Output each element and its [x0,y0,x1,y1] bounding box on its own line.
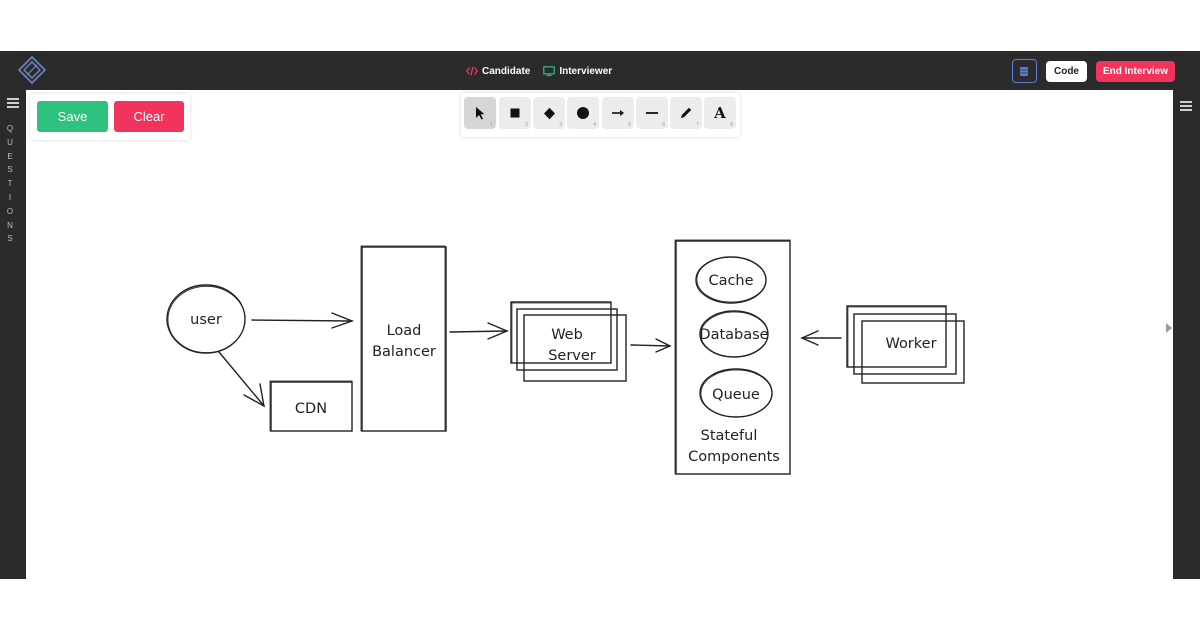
questions-letter: N [7,220,13,230]
rectangle-tool[interactable]: 2 [499,97,531,129]
database-button[interactable] [1011,59,1037,83]
stateful-components-node[interactable] [674,239,791,475]
draw-tool[interactable]: 7 [670,97,702,129]
questions-letter: E [7,151,13,161]
database-node[interactable] [699,310,769,358]
ellipse-tool[interactable]: 4 [567,97,599,129]
user-label: user [190,312,222,328]
user-node[interactable] [166,284,246,354]
cursor-icon [476,107,485,120]
cdn-node[interactable] [269,380,353,432]
right-sidebar[interactable] [1173,90,1200,579]
top-bar: Candidate Interviewer Code End Interview [0,51,1200,90]
web-server-label-line2: Server [548,348,596,364]
database-icon [1020,66,1029,76]
web-server-label-line1: Web [551,327,583,343]
tool-shortcut: 7 [696,122,699,128]
diamond-tool[interactable]: 3 [533,97,565,129]
arrow-web-to-stateful[interactable] [630,338,672,353]
questions-letter: Q [6,124,14,133]
text-icon: A [714,104,726,122]
text-tool[interactable]: A 8 [704,97,736,129]
questions-letter: I [8,192,12,202]
save-button[interactable]: Save [37,101,108,132]
web-server-node[interactable] [510,301,627,382]
interviewer-label: Interviewer [559,65,613,77]
tool-shortcut: 2 [525,122,528,128]
questions-letter: O [6,206,14,216]
tool-shortcut: 1 [490,122,493,128]
whiteboard-app: Candidate Interviewer Code End Interview [0,51,1200,579]
tool-shortcut: 3 [559,122,562,128]
questions-label[interactable]: Q U E S T I O N S [0,122,20,246]
end-interview-button[interactable]: End Interview [1095,60,1175,82]
tool-shortcut: 8 [730,122,733,128]
arrow-tool[interactable]: 5 [602,97,634,129]
menu-icon[interactable] [7,98,19,108]
tool-shortcut: 5 [628,122,631,128]
questions-letter: S [7,234,13,244]
arrow-user-to-cdn[interactable] [218,351,265,408]
circle-icon [577,107,589,119]
select-tool[interactable]: 1 [464,97,496,129]
drawing-toolbar: 1 2 3 4 5 6 7 [461,93,740,137]
action-panel: Save Clear [30,94,190,140]
stateful-label-line2: Components [688,449,780,465]
menu-icon[interactable] [1180,101,1192,111]
questions-sidebar[interactable]: Q U E S T I O N S [0,90,26,579]
arrow-user-to-lb[interactable] [251,312,354,329]
whiteboard-canvas[interactable]: user CDN Load Balancer Web Server Cache … [26,90,1173,579]
worker-label: Worker [885,336,936,352]
line-tool[interactable]: 6 [636,97,668,129]
square-icon [510,108,520,118]
mode-switch: Candidate Interviewer [466,63,612,79]
candidate-label: Candidate [482,65,531,77]
load-balancer-label-line2: Balancer [372,344,436,360]
tool-shortcut: 6 [662,122,665,128]
arrow-lb-to-web[interactable] [449,322,509,340]
stateful-label-line1: Stateful [701,428,758,444]
cache-node[interactable] [695,256,767,304]
database-label: Database [699,327,768,343]
load-balancer-label-line1: Load [387,323,422,339]
arrow-icon [612,110,624,116]
cache-label: Cache [708,273,753,289]
worker-node[interactable] [846,305,965,384]
load-balancer-node[interactable] [360,245,447,432]
arrow-worker-to-stateful[interactable] [800,330,842,346]
monitor-icon [543,66,556,76]
header-actions: Code End Interview [1011,59,1175,83]
questions-letter: S [7,165,13,175]
questions-letter: T [7,179,13,189]
logo-icon [17,55,47,85]
queue-label: Queue [712,387,760,403]
cdn-label: CDN [295,401,327,417]
pencil-icon [681,107,692,118]
architecture-diagram[interactable]: user CDN Load Balancer Web Server Cache … [26,90,1173,579]
line-icon [646,112,658,114]
diamond-icon [543,107,555,119]
candidate-mode[interactable]: Candidate [466,66,530,77]
queue-node[interactable] [699,368,773,418]
clear-button[interactable]: Clear [114,101,184,132]
interviewer-mode[interactable]: Interviewer [543,66,612,77]
tool-shortcut: 4 [593,122,596,128]
questions-letter: U [7,137,13,147]
code-button[interactable]: Code [1045,60,1087,82]
collapse-arrow-icon[interactable] [1165,322,1173,334]
code-icon [466,66,478,76]
